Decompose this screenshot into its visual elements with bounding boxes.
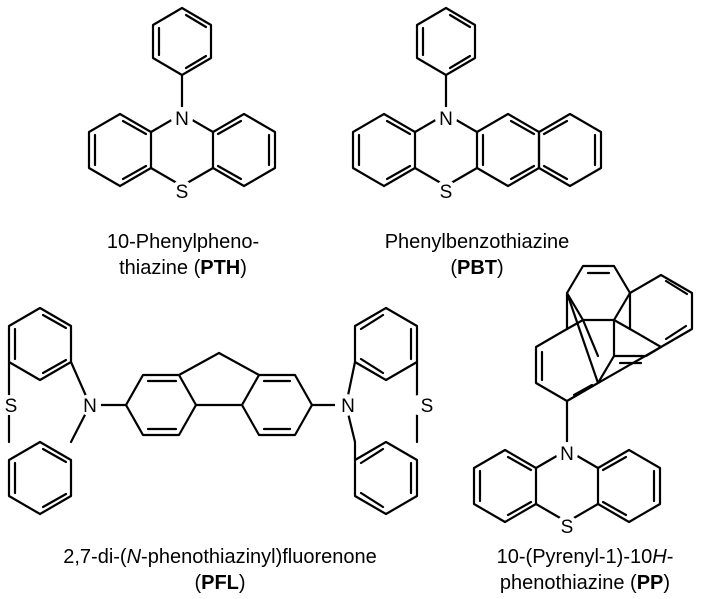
pfl-left-nitrogen-label: N [83,396,97,417]
pfl-right-sulfur-label: S [421,396,434,417]
pp-caption-line2: phenothiazine (PP) [499,572,671,594]
pth-caption: 10-Phenylpheno- thiazine (PTH) [68,229,298,281]
pbt-nitrogen-label: N [439,109,453,130]
pfl-abbreviation: PFL [201,572,239,594]
pth-caption-line1: 10-Phenylpheno- [106,231,260,253]
pth-structure: N S [87,6,277,203]
pbt-left-benzo-ring [351,112,417,188]
pfl-fluorene-core [124,351,348,437]
pbt-caption: Phenylbenzothiazine (PBT) [352,229,602,281]
pth-caption-line2: thiazine (PTH) [119,257,247,279]
pp-pyrene [534,264,694,450]
pfl-right-nitrogen-label: N [341,396,355,417]
pth-left-benzo-ring [87,112,153,188]
pp-abbreviation: PP [636,572,664,594]
pfl-caption: 2,7-di-(N-phenothiazinyl)fluorenone (PFL… [20,544,420,596]
pp-nitrogen-label: N [560,444,574,465]
pfl-caption-line1: 2,7-di-(N-phenothiazinyl)fluorenone [63,546,377,568]
pbt-caption-line1: Phenylbenzothiazine [384,231,570,253]
pp-caption: 10-(Pyrenyl-1)-10H- phenothiazine (PP) [470,544,700,596]
pbt-caption-line2: (PBT) [450,257,504,279]
pfl-structure: N S N S [0,306,434,516]
pbt-structure: N S [351,6,603,203]
pth-sulfur-label: S [176,182,189,203]
pfl-left-phenothiazine [7,306,128,516]
pfl-caption-line2: (PFL) [194,572,246,594]
pth-phenyl-ring [151,6,213,114]
pfl-left-sulfur-label: S [5,396,18,417]
pp-caption-line1: 10-(Pyrenyl-1)-10H- [496,546,674,568]
pbt-naphtho-ring-a [475,112,541,188]
pbt-abbreviation: PBT [457,257,497,279]
pbt-sulfur-label: S [440,182,453,203]
pth-right-benzo-ring [211,112,277,188]
pp-sulfur-label: S [561,517,574,538]
pth-abbreviation: PTH [200,257,241,279]
pfl-right-phenothiazine [344,306,419,516]
pbt-phenyl-ring [415,6,477,114]
pth-nitrogen-label: N [175,109,189,130]
pbt-naphtho-ring-b [537,112,603,188]
pp-structure: N S [472,264,694,538]
